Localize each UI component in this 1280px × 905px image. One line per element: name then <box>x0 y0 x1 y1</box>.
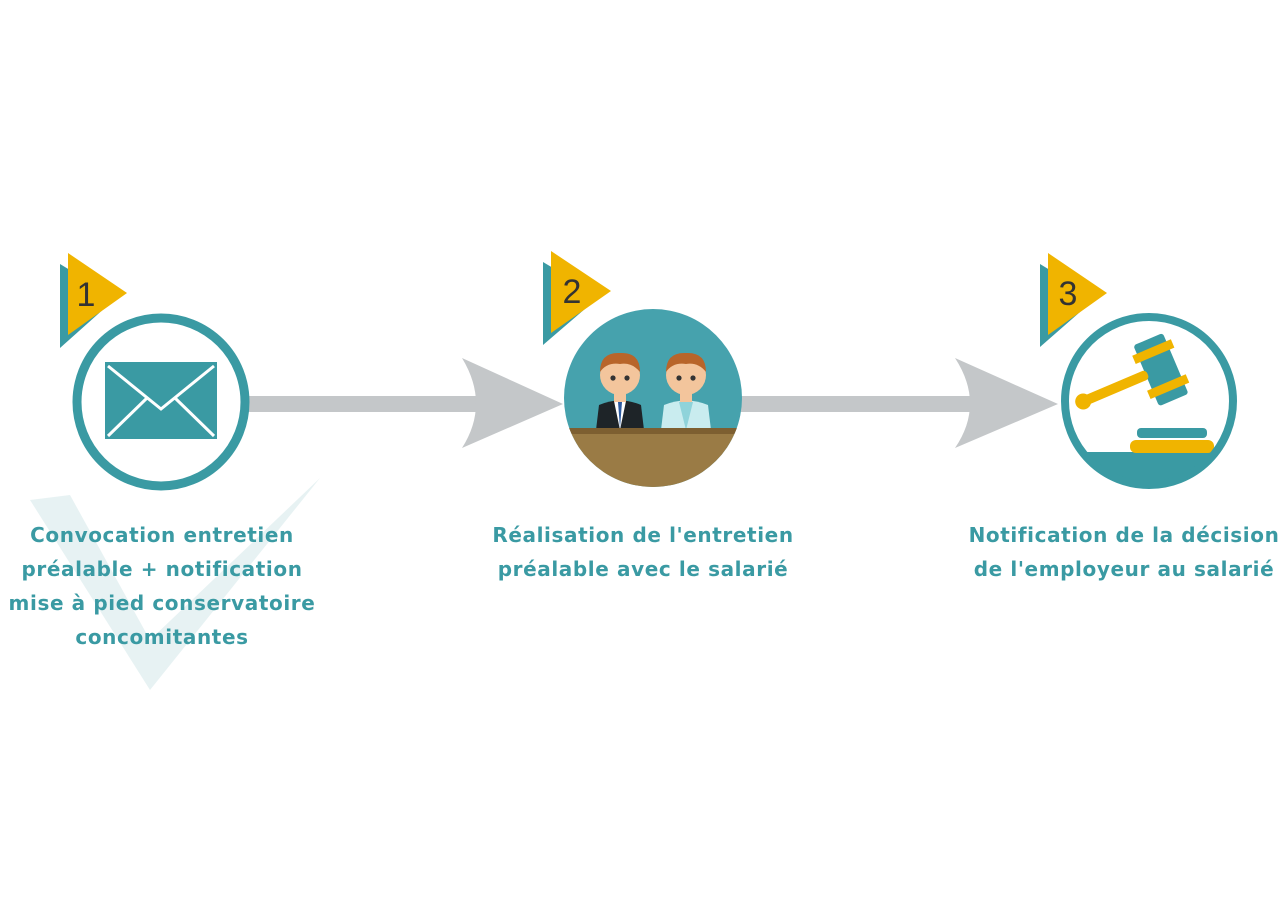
step-1-line: Convocation entretien <box>30 523 294 547</box>
checkmark-watermark-icon <box>30 478 320 690</box>
step-2-description: Réalisation de l'entretien préalable ave… <box>473 518 813 586</box>
step-1: 1 <box>60 253 250 491</box>
step-3-number: 3 <box>1059 275 1078 313</box>
step-3-circle <box>1061 313 1237 489</box>
step-1-line: mise à pied conservatoire <box>8 591 316 615</box>
step-2: 2 <box>543 251 742 487</box>
step-2-line: Réalisation de l'entretien <box>492 523 794 547</box>
step-3-number-badge: 3 <box>1040 253 1107 347</box>
step-3: 3 <box>1040 253 1237 489</box>
person-left <box>596 352 644 430</box>
step-3-line: de l'employeur au salarié <box>973 557 1275 581</box>
step-1-description: Convocation entretien préalable + notifi… <box>0 518 332 654</box>
step-3-line: Notification de la décision <box>968 523 1280 547</box>
step-1-number-badge: 1 <box>60 253 127 348</box>
table <box>564 428 742 487</box>
two-people-at-table-icon <box>564 309 742 487</box>
step-2-number: 2 <box>563 273 582 311</box>
arrow-connector-1-2 <box>245 358 563 448</box>
person-right <box>661 352 711 430</box>
envelope-icon <box>105 362 217 439</box>
step-1-line: préalable + notification <box>21 557 303 581</box>
step-2-number-badge: 2 <box>543 251 611 345</box>
step-1-line: concomitantes <box>75 625 249 649</box>
step-2-line: préalable avec le salarié <box>497 557 789 581</box>
step-3-description: Notification de la décision de l'employe… <box>954 518 1280 586</box>
step-1-number: 1 <box>77 276 96 314</box>
arrow-connector-2-3 <box>740 358 1058 448</box>
